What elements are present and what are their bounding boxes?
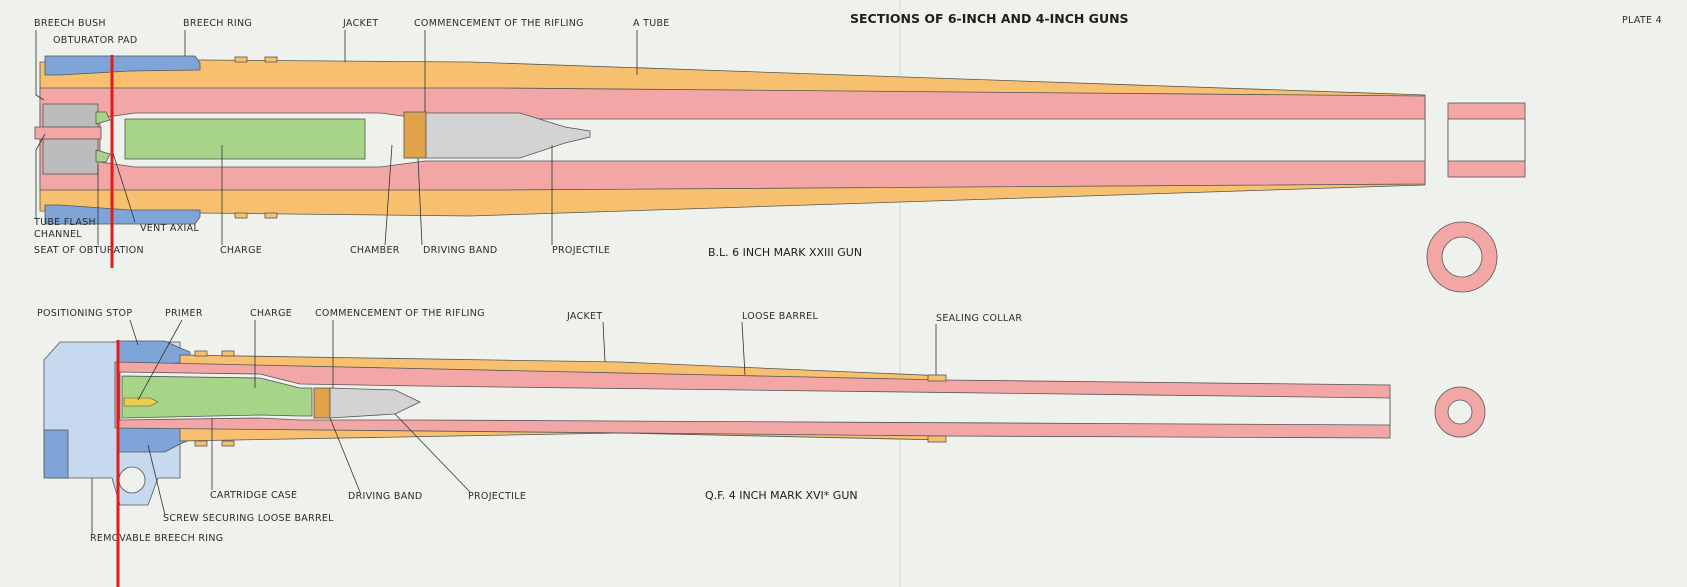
plate-number: PLATE 4 (1622, 15, 1662, 26)
label-seat-of-obturation: SEAT OF OBTURATION (34, 245, 144, 256)
sealing-collar (927, 374, 947, 382)
label-jacket: JACKET (342, 18, 378, 29)
label-a-tube: A TUBE (633, 18, 670, 29)
leader-lines (91, 319, 937, 535)
label-projectile: PROJECTILE (552, 245, 610, 256)
label-channel: CHANNEL (34, 229, 82, 240)
obturator-pad-lower (95, 149, 111, 163)
projectile (329, 387, 421, 419)
label-loose-barrel: LOOSE BARREL (742, 311, 818, 322)
tube-cross-section (1434, 386, 1486, 438)
label-vent-axial: VENT AXIAL (140, 223, 199, 234)
gun-name-bottom: Q.F. 4 INCH MARK XVI* GUN (705, 489, 858, 502)
breech-ring-eye (118, 466, 146, 494)
label-driving-band: DRIVING BAND (423, 245, 498, 256)
cartridge-case (121, 375, 313, 419)
label-commencement-rifling: COMMENCEMENT OF THE RIFLING (414, 18, 584, 29)
gun-6-inch: BREECH BUSH OBTURATOR PAD BREECH RING JA… (33, 18, 1526, 293)
sealing-collar-lower (927, 435, 947, 443)
label-removable-breech-ring: REMOVABLE BREECH RING (90, 533, 223, 544)
bore (119, 371, 1391, 426)
label-commencement-rifling: COMMENCEMENT OF THE RIFLING (315, 308, 485, 319)
label-breech-ring: BREECH RING (183, 18, 252, 29)
label-cartridge-case: CARTRIDGE CASE (210, 490, 297, 501)
gun-name-top: B.L. 6 INCH MARK XXIII GUN (708, 246, 862, 259)
label-breech-bush: BREECH BUSH (34, 18, 106, 29)
obturator-pad (95, 111, 111, 125)
tube-cross-section (1426, 221, 1498, 293)
jacket-hoops (234, 56, 278, 219)
label-jacket: JACKET (566, 311, 602, 322)
label-chamber: CHAMBER (350, 245, 400, 256)
label-charge: CHARGE (220, 245, 262, 256)
breech-ring (44, 55, 201, 76)
label-driving-band: DRIVING BAND (348, 491, 423, 502)
label-projectile: PROJECTILE (468, 491, 526, 502)
jacket-hoops (194, 350, 235, 447)
driving-band (403, 111, 427, 159)
label-obturator-pad: OBTURATOR PAD (53, 35, 137, 46)
label-tube-flash: TUBE FLASH (33, 217, 96, 228)
vent-axial (34, 126, 102, 140)
gun-4-inch: POSITIONING STOP PRIMER CHARGE COMMENCEM… (37, 308, 1486, 544)
label-positioning-stop: POSITIONING STOP (37, 308, 132, 319)
primer (123, 397, 159, 407)
label-charge: CHARGE (250, 308, 292, 319)
charge (124, 118, 366, 160)
label-screw-securing-loose-barrel: SCREW SECURING LOOSE BARREL (163, 513, 334, 524)
muzzle-section (1447, 102, 1526, 178)
plate-title: SECTIONS OF 6-INCH AND 4-INCH GUNS (850, 11, 1129, 26)
label-sealing-collar: SEALING COLLAR (936, 313, 1022, 324)
driving-band (313, 387, 331, 419)
projectile (425, 112, 591, 159)
breech-ring-lower (44, 204, 201, 225)
leader-lines (35, 30, 638, 246)
label-primer: PRIMER (165, 308, 203, 319)
breech-block-lower (43, 429, 69, 479)
